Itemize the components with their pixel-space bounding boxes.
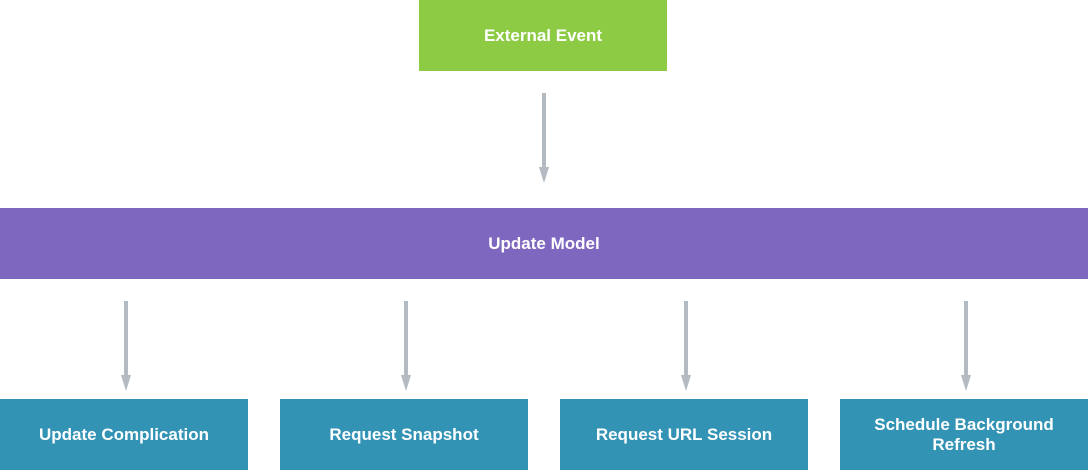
update-model-node: Update Model	[0, 208, 1088, 279]
update-model-label: Update Model	[488, 233, 600, 253]
request-url-session-label: Request URL Session	[595, 424, 773, 444]
arrow-model-to-snapshot	[401, 301, 411, 391]
arrow-event-to-model	[539, 93, 549, 183]
schedule-background-refresh-label: Schedule Background Refresh	[874, 414, 1054, 454]
request-snapshot-label: Request Snapshot	[329, 424, 479, 444]
arrow-model-to-background-refresh	[961, 301, 971, 391]
update-complication-label: Update Complication	[38, 424, 209, 444]
external-event-label: External Event	[483, 25, 603, 45]
schedule-background-refresh-node: Schedule Background Refresh	[840, 399, 1088, 470]
external-event-node: External Event	[419, 0, 667, 71]
request-snapshot-node: Request Snapshot	[280, 399, 528, 470]
request-url-session-node: Request URL Session	[560, 399, 808, 470]
update-complication-node: Update Complication	[0, 399, 248, 470]
arrow-model-to-complication	[121, 301, 131, 391]
arrow-model-to-url-session	[681, 301, 691, 391]
